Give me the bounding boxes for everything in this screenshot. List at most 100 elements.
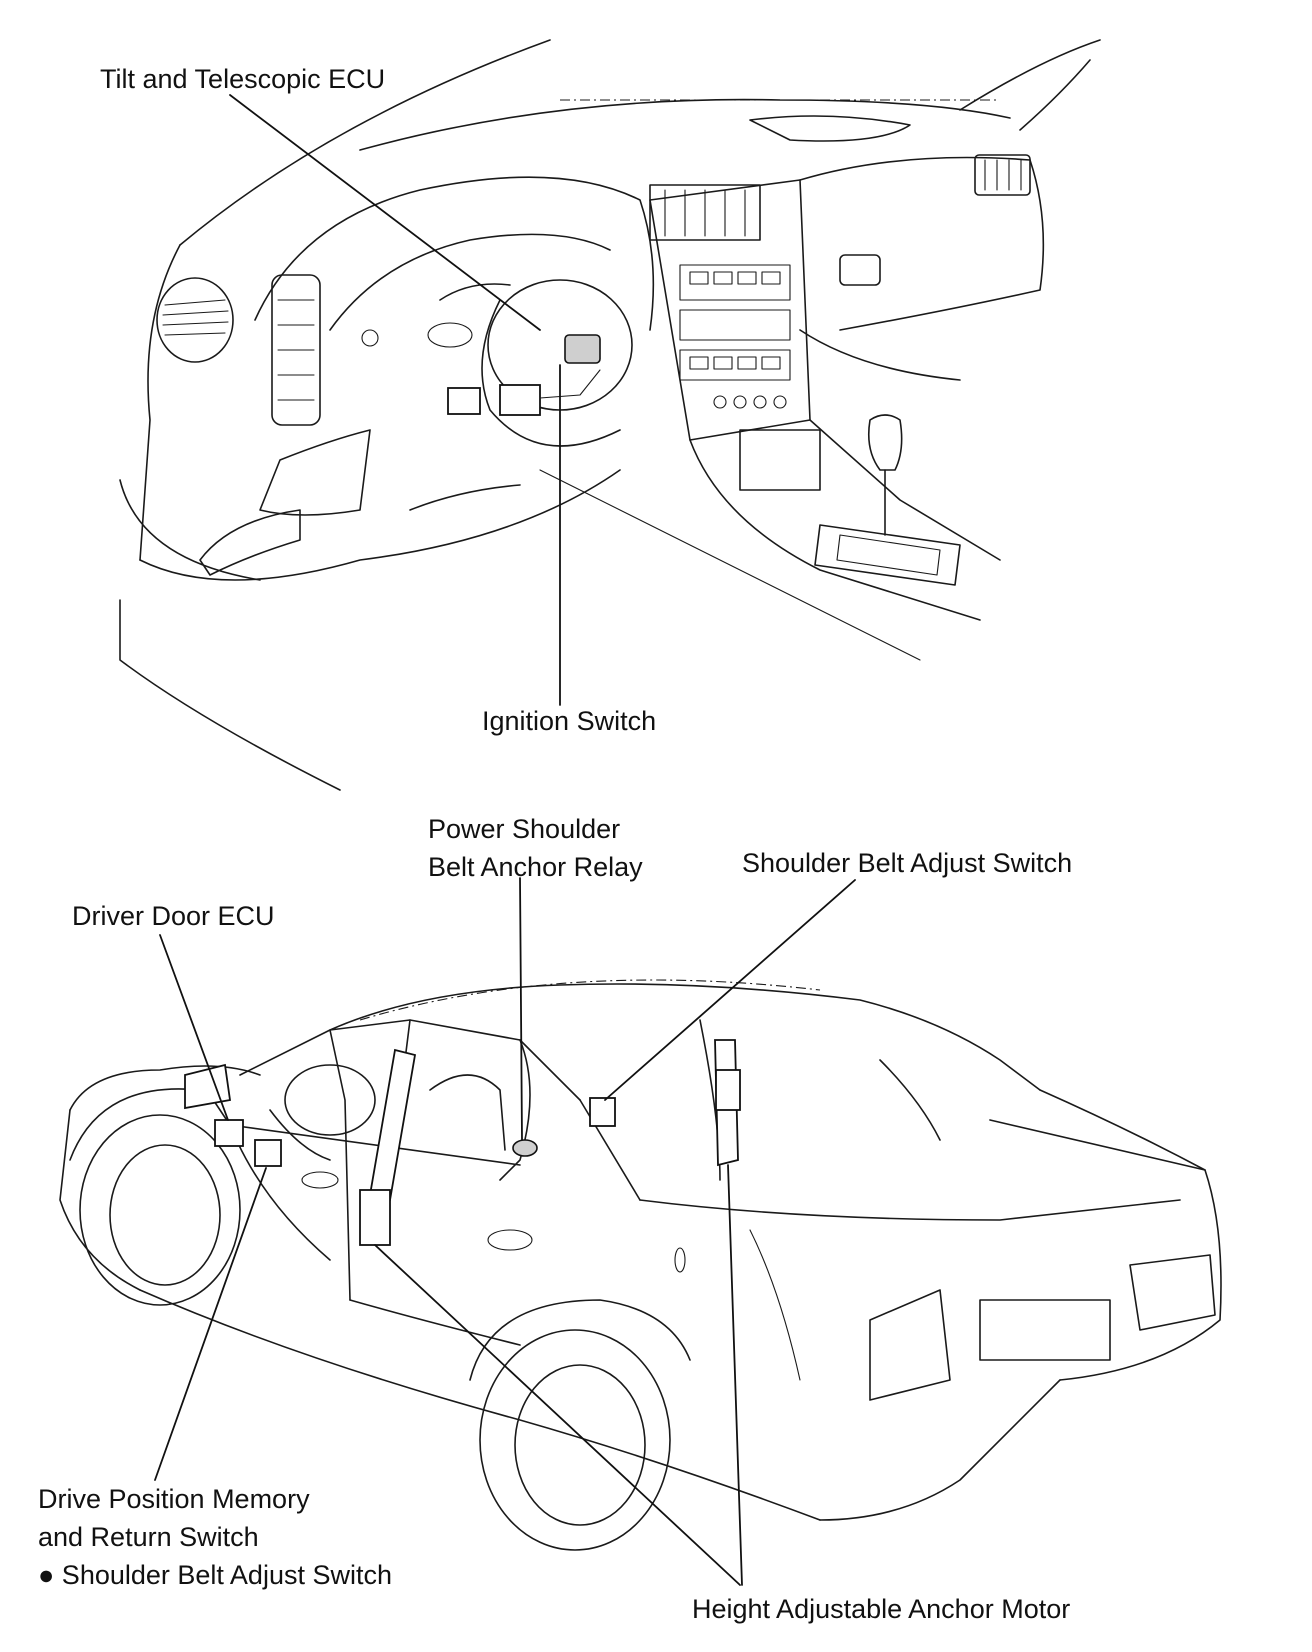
shoulder-belt-adjust-switch-part: [589, 1097, 616, 1127]
side-vent: [271, 274, 321, 426]
tail-light-right: [1129, 1254, 1216, 1331]
rear-anchor-motor-part: [715, 1069, 741, 1111]
leader-anchor-motor-front: [374, 1244, 741, 1586]
leader-tilt-ecu: [229, 94, 541, 331]
windshield-right-edge: [959, 39, 1101, 111]
front-anchor-motor-part: [359, 1189, 391, 1246]
column-bracket: [447, 387, 481, 415]
label-height-adjustable-anchor-motor: Height Adjustable Anchor Motor: [692, 1594, 1070, 1624]
left-round-vent-louvers: [162, 299, 229, 336]
shift-knob: [867, 414, 903, 471]
glovebox-handle: [839, 254, 881, 286]
power-shoulder-relay-part: [512, 1139, 538, 1157]
audio-panel: [679, 264, 791, 409]
rear-door-line: [699, 1019, 721, 1181]
b-pillar: [329, 1029, 351, 1301]
side-vent-louvers: [277, 299, 315, 401]
lower-glovebox-left: [259, 429, 371, 516]
side-mirror: [184, 1063, 232, 1110]
label-drive-position-line3: ● Shoulder Belt Adjust Switch: [38, 1560, 392, 1590]
passenger-dash: [799, 156, 1045, 331]
driver-door-ecu-part: [214, 1119, 244, 1147]
fuel-door: [674, 1247, 686, 1273]
hood-front: [69, 1065, 261, 1111]
label-ignition-switch: Ignition Switch: [482, 706, 656, 736]
leader-anchor-motor-rear: [727, 1164, 743, 1586]
lower-vent: [199, 509, 301, 576]
leader-drive-position-switch: [154, 1167, 267, 1481]
leader-power-shoulder-relay: [519, 877, 523, 1141]
cluster-hood: [254, 176, 655, 331]
column-stalk: [427, 322, 473, 348]
tilt-ecu-box: [499, 384, 541, 416]
seat-back: [429, 1074, 506, 1151]
windshield-edge: [179, 39, 551, 246]
cluster-inner: [329, 233, 611, 331]
steering-wheel-hub: [481, 299, 621, 447]
rear-door-front: [499, 1039, 531, 1181]
leader-shoulder-belt-switch: [604, 879, 856, 1101]
label-shoulder-belt-adjust-switch: Shoulder Belt Adjust Switch: [742, 848, 1072, 878]
front-bumper: [59, 1109, 141, 1291]
interior-steering-wheel: [284, 1064, 376, 1136]
trunk-lid-edge: [989, 1119, 1206, 1171]
dashboard-illustration: [119, 39, 1101, 791]
dash-top-edge: [359, 98, 1011, 151]
door-bottom: [349, 1299, 521, 1346]
floor-line: [539, 469, 921, 661]
label-drive-position-line1: Drive Position Memory: [38, 1484, 310, 1514]
front-wheel-arch: [69, 1088, 201, 1161]
rear-bumper-bottom: [819, 1379, 1061, 1521]
door-top-frame: [239, 1019, 581, 1101]
roof-centerline: [359, 979, 821, 1021]
center-vents: [649, 184, 761, 241]
roof-line: [329, 983, 1041, 1091]
label-power-shoulder-line1: Power Shoulder: [428, 814, 620, 844]
a-pillar-right: [1019, 59, 1091, 131]
defrost-vent: [749, 115, 911, 142]
passenger-vent: [974, 154, 1031, 196]
rear-wheel: [479, 1329, 671, 1551]
beltline-rear: [639, 1199, 1181, 1221]
label-drive-position-line2: and Return Switch: [38, 1522, 259, 1552]
front-wheel-rim: [109, 1144, 221, 1286]
callout-labels: Tilt and Telescopic ECU Ignition Switch …: [38, 64, 1072, 1624]
front-wheel: [79, 1114, 241, 1306]
rear-deck: [1039, 1089, 1222, 1381]
rear-window-edge: [879, 1059, 941, 1141]
front-anchor-rail: [368, 1048, 417, 1202]
car-illustration: [59, 979, 1222, 1551]
dash-left-contour: [139, 244, 181, 561]
leader-lines: [154, 94, 856, 1586]
label-power-shoulder-line2: Belt Anchor Relay: [428, 852, 643, 882]
left-round-vent: [156, 277, 234, 363]
license-plate-area: [979, 1299, 1111, 1361]
console-left-side: [689, 439, 981, 621]
door-sill-upper: [199, 1079, 521, 1166]
rear-wheel-rim: [514, 1364, 646, 1526]
passenger-lower: [799, 329, 961, 381]
dash-knob: [361, 329, 379, 347]
c-pillar: [579, 1099, 641, 1201]
rocker-panel: [139, 1289, 821, 1521]
console-display: [739, 429, 821, 491]
leader-driver-door-ecu: [159, 934, 229, 1121]
shift-gate: [814, 524, 961, 586]
rear-wheel-arch: [469, 1299, 691, 1381]
knee-panel: [119, 479, 261, 581]
rear-fender-line: [749, 1229, 801, 1381]
footwell-edge: [409, 484, 521, 511]
label-driver-door-ecu: Driver Door ECU: [72, 901, 275, 931]
console-right-side: [809, 419, 1001, 561]
dash-interior: [269, 1109, 331, 1161]
rear-door-handle: [487, 1229, 533, 1251]
dash-side-panel: [119, 599, 341, 791]
label-tilt-telescopic-ecu: Tilt and Telescopic ECU: [100, 64, 385, 94]
center-vent-slats: [664, 189, 746, 237]
ignition-switch-part: [564, 334, 601, 364]
combination-switch: [439, 283, 511, 301]
drive-position-switch-part: [254, 1139, 282, 1167]
harness-wire: [539, 369, 601, 399]
